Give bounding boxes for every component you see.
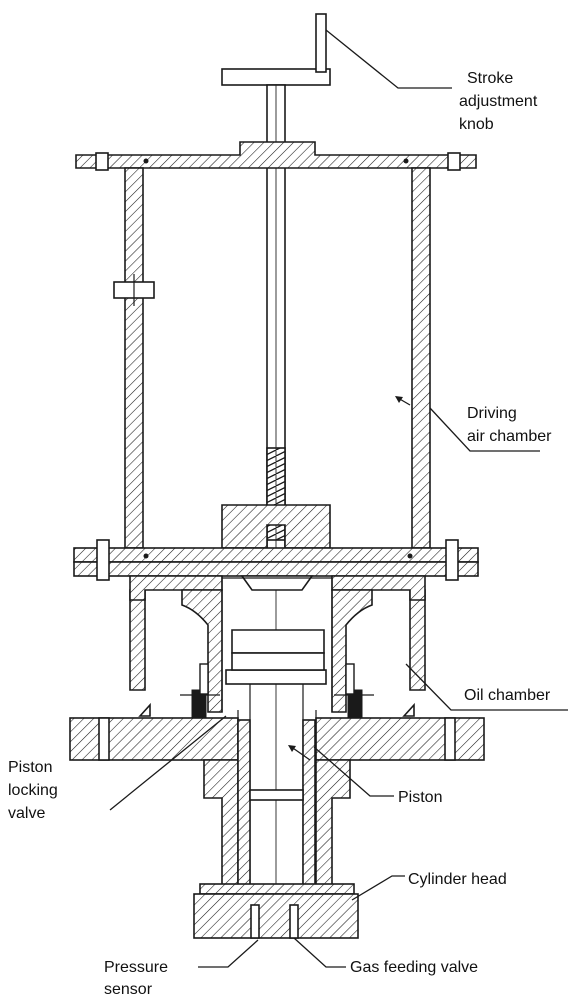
cylinder-body	[203, 719, 351, 889]
pressure-sensor-label-line1: Pressure	[104, 959, 168, 976]
stroke-knob-label-line2: adjustment	[459, 93, 538, 110]
cylinder-head	[193, 883, 359, 939]
piston-head	[220, 575, 334, 591]
driving-chamber-arrow	[395, 396, 411, 406]
cylinder-head-label: Cylinder head	[408, 871, 507, 888]
gas-feeding-valve-label: Gas feeding valve	[350, 959, 478, 976]
leader-lines	[109, 29, 568, 968]
stroke-knob-label-line1: Stroke	[467, 70, 513, 87]
stroke-knob-label-line3: knob	[459, 116, 494, 133]
piston-label: Piston	[398, 789, 442, 806]
piston-locking-valve-label-line3: valve	[8, 805, 45, 822]
stroke-adjustment-knob	[221, 13, 331, 86]
top-flange	[75, 141, 477, 171]
middle-flange	[73, 539, 479, 581]
central-rod	[266, 84, 286, 900]
oil-chamber-label: Oil chamber	[464, 687, 551, 704]
base-wedges	[138, 702, 415, 717]
oil-chamber-housing	[129, 575, 426, 713]
piston-locking-valve-label-line1: Piston	[8, 759, 52, 776]
piston-locking-valve-label-line2: locking	[8, 782, 58, 799]
lower-flange	[69, 710, 485, 761]
driving-air-chamber-walls	[113, 167, 431, 549]
driving-chamber-label-line1: Driving	[467, 405, 517, 422]
driving-chamber-label-line2: air chamber	[467, 428, 552, 445]
piston-arrow	[288, 745, 311, 761]
pressure-sensor-label-line2: sensor	[104, 981, 153, 998]
